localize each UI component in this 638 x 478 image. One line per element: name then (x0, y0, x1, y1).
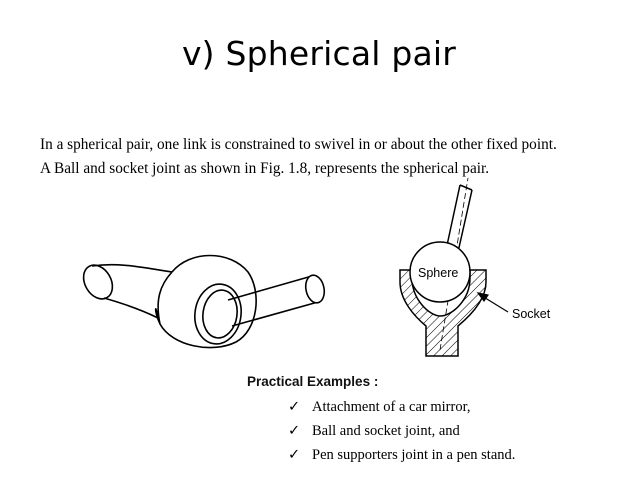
socket-cross-section (399, 177, 487, 357)
check-icon: ✓ (288, 423, 301, 439)
list-item: ✓ Ball and socket joint, and (288, 421, 515, 445)
example-text: Ball and socket joint, and (312, 423, 460, 439)
paragraph-line-2: A Ball and socket joint as shown in Fig.… (40, 160, 490, 177)
example-text: Attachment of a car mirror, (312, 399, 471, 415)
description-paragraph: In a spherical pair, one link is constra… (40, 133, 625, 181)
examples-list: ✓ Attachment of a car mirror, ✓ Ball and s… (288, 397, 515, 469)
socket-label: Socket (512, 307, 551, 321)
sphere-label: Sphere (418, 266, 459, 280)
ball-joint-drawing (82, 254, 326, 349)
check-icon: ✓ (288, 447, 301, 463)
example-text: Pen supporters joint in a pen stand. (312, 447, 516, 463)
check-icon: ✓ (288, 399, 301, 415)
paragraph-line-1: In a spherical pair, one link is constra… (40, 136, 557, 153)
slide-title: v) Spherical pair (181, 34, 457, 73)
list-item: ✓ Pen supporters joint in a pen stand. (288, 445, 515, 469)
list-item: ✓ Attachment of a car mirror, (288, 397, 515, 421)
socket-pointer-arrow (476, 292, 509, 313)
examples-heading: Practical Examples : (247, 374, 379, 389)
